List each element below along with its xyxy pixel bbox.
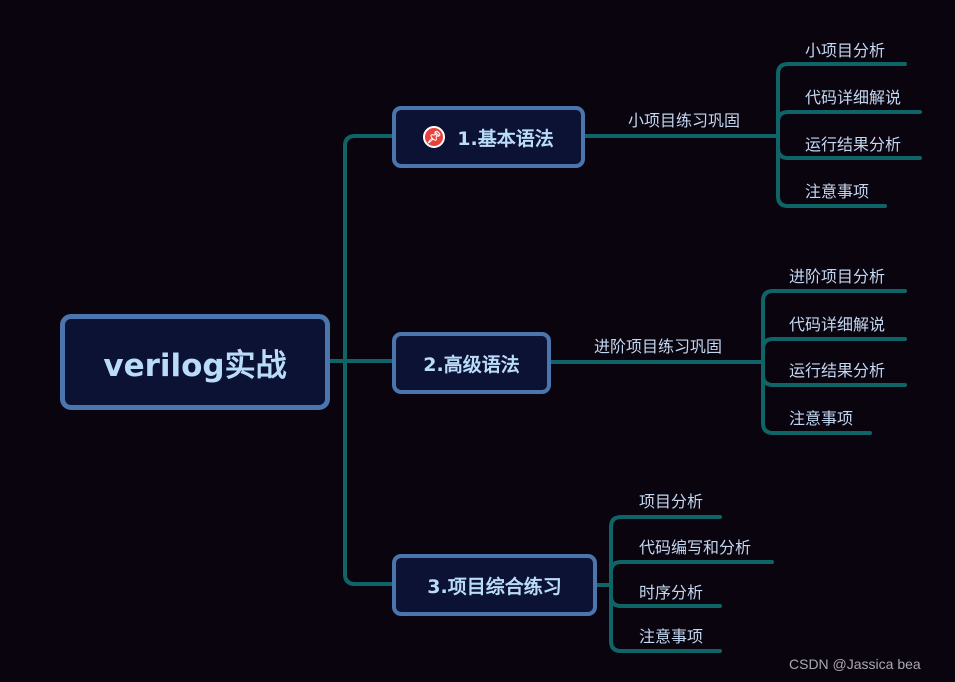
branch-node-basic-syntax[interactable]: 📌︎ 1.基本语法 [392, 106, 585, 168]
branch-node-project-practice[interactable]: 3.项目综合练习 [392, 554, 597, 616]
leaf-node[interactable]: 进阶项目分析 [789, 267, 886, 286]
branch-label: 3.项目综合练习 [427, 575, 562, 598]
leaf-node[interactable]: 代码编写和分析 [639, 538, 752, 557]
branch-label: 2.高级语法 [423, 353, 520, 376]
leaf-node[interactable]: 小项目分析 [805, 41, 886, 60]
leaf-node[interactable]: 时序分析 [639, 583, 704, 602]
root-node[interactable]: verilog实战 [60, 314, 330, 410]
leaf-node[interactable]: 项目分析 [639, 492, 704, 511]
watermark: CSDN @Jassica bea [789, 656, 921, 672]
leaf-node[interactable]: 代码详细解说 [805, 88, 902, 107]
root-label: verilog实战 [103, 347, 287, 384]
branch-node-advanced-syntax[interactable]: 2.高级语法 [392, 332, 551, 394]
leaf-node[interactable]: 代码详细解说 [789, 315, 886, 334]
connector-label-small-project[interactable]: 小项目练习巩固 [628, 111, 741, 130]
leaf-node[interactable]: 注意事项 [639, 627, 704, 646]
leaf-node[interactable]: 注意事项 [789, 409, 854, 428]
leaf-node[interactable]: 注意事项 [805, 182, 870, 201]
branch-label: 1.基本语法 [457, 127, 554, 150]
leaf-node[interactable]: 运行结果分析 [789, 361, 886, 380]
pushpin-icon: 📌︎ [423, 126, 446, 148]
connector-label-advanced-project[interactable]: 进阶项目练习巩固 [594, 337, 723, 356]
leaf-node[interactable]: 运行结果分析 [805, 135, 902, 154]
